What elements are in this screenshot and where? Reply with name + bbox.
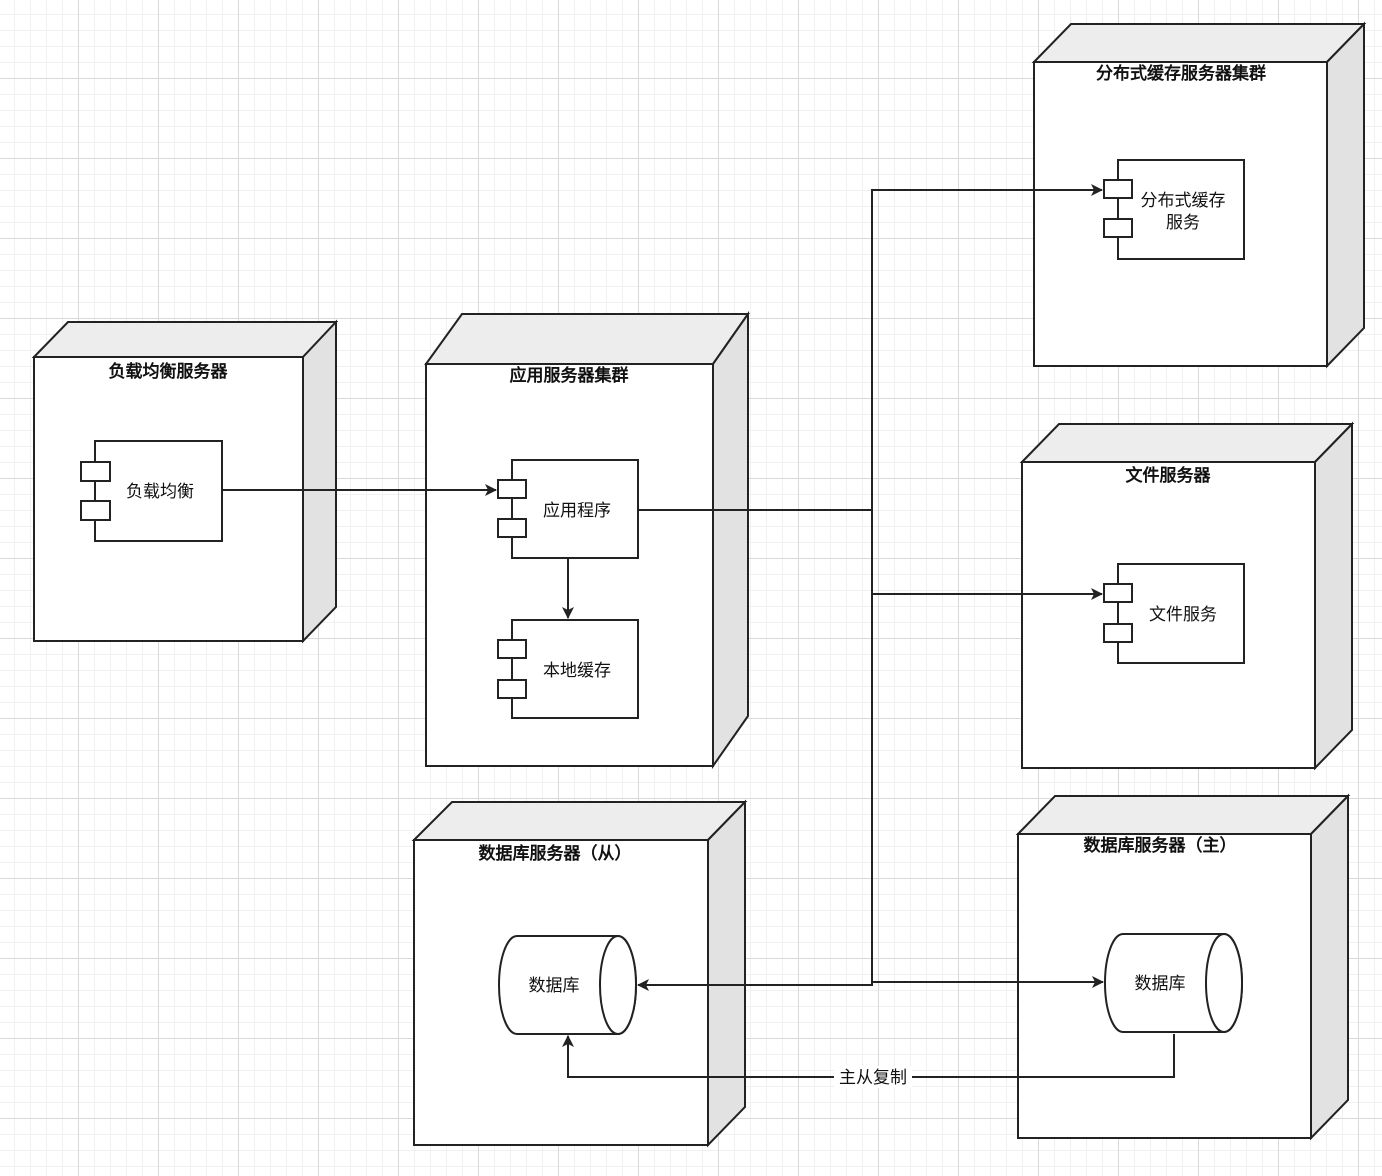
component-label: 文件服务 [1149, 605, 1217, 625]
node-app-cluster[interactable]: 应用服务器集群 应用程序 本地缓存 [424, 310, 750, 770]
node-title-app-cluster: 应用服务器集群 [510, 365, 629, 386]
edge-label-replication: 主从复制 [839, 1068, 907, 1088]
database-slave[interactable]: 数据库 [498, 935, 637, 1035]
database-label: 数据库 [1135, 974, 1186, 994]
node-file-server[interactable]: 文件服务器 文件服务 [1019, 421, 1355, 771]
component-application[interactable]: 应用程序 [497, 459, 639, 559]
node-title-db-slave: 数据库服务器（从） [479, 843, 632, 864]
component-label-line2: 服务 [1166, 213, 1200, 233]
component-load-balance[interactable]: 负载均衡 [80, 440, 223, 542]
edge-label-background [834, 1066, 912, 1088]
edge-app-to-db-slave[interactable] [637, 979, 873, 991]
database-master[interactable]: 数据库 [1104, 933, 1243, 1033]
component-local-cache[interactable]: 本地缓存 [497, 619, 639, 719]
node-cache-cluster[interactable]: 分布式缓存服务器集群 分布式缓存 服务 [1031, 21, 1367, 369]
component-file-service[interactable]: 文件服务 [1103, 563, 1245, 664]
node-title-db-master: 数据库服务器（主） [1084, 835, 1237, 856]
component-label: 本地缓存 [543, 661, 611, 681]
component-distributed-cache[interactable]: 分布式缓存 服务 [1103, 159, 1245, 260]
component-label: 负载均衡 [126, 482, 194, 502]
node-title-load-balancer: 负载均衡服务器 [109, 361, 229, 382]
node-load-balancer[interactable]: 负载均衡服务器 负载均衡 [31, 319, 339, 644]
component-label-line1: 分布式缓存 [1141, 191, 1226, 211]
database-label: 数据库 [529, 976, 580, 996]
node-db-slave[interactable]: 数据库服务器（从） 数据库 [411, 799, 748, 1148]
node-title-file-server: 文件服务器 [1126, 465, 1212, 486]
node-db-master[interactable]: 数据库服务器（主） 数据库 [1015, 793, 1351, 1141]
node-title-cache-cluster: 分布式缓存服务器集群 [1096, 63, 1266, 84]
component-label: 应用程序 [543, 501, 611, 521]
edge-app-to-distributed-cache[interactable] [638, 184, 1103, 511]
